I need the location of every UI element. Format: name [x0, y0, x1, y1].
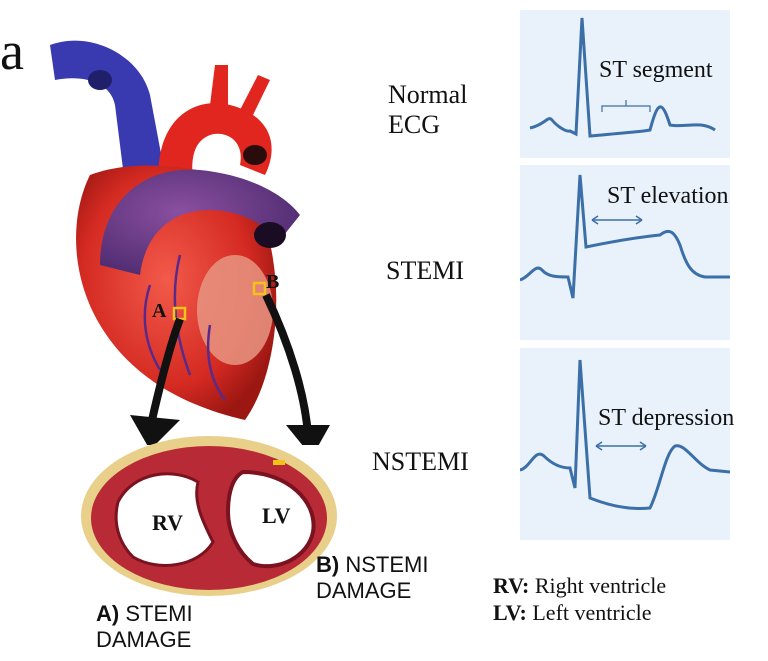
legend-rv-text: Right ventricle: [535, 573, 666, 598]
panel-letter: a: [0, 20, 24, 82]
caption-a-line1: STEMI: [125, 601, 192, 626]
stemi-label: STEMI: [386, 256, 464, 286]
caption-b: B) NSTEMI DAMAGE: [316, 552, 428, 604]
caption-a: A) STEMI DAMAGE: [96, 601, 193, 653]
nstemi-ecg-panel: [520, 348, 730, 540]
point-b-label: B: [266, 271, 279, 294]
cross-section-illustration: [78, 432, 340, 600]
arrow-b-shaft: [266, 295, 308, 435]
heart-illustration: [30, 25, 350, 445]
legend-lv-text: Left ventricle: [532, 600, 651, 625]
rv-label: RV: [152, 510, 183, 536]
legend: RV: Right ventricle LV: Left ventricle: [493, 572, 666, 626]
caption-b-line2: DAMAGE: [316, 578, 411, 603]
caption-b-prefix: B): [316, 552, 339, 577]
nstemi-ecg-background: [520, 348, 730, 540]
aorta-opening: [243, 145, 267, 165]
legend-rv-row: RV: Right ventricle: [493, 572, 666, 599]
lv-label: LV: [262, 503, 291, 529]
normal-ecg-label-line2: ECG: [388, 110, 467, 140]
point-b-section-marker: [273, 460, 285, 465]
legend-rv-key: RV:: [493, 573, 529, 598]
vessel-opening: [88, 70, 112, 90]
caption-a-prefix: A): [96, 601, 119, 626]
caption-a-line2: DAMAGE: [96, 627, 191, 652]
normal-ecg-label-line1: Normal: [388, 80, 467, 110]
point-a-label: A: [152, 300, 166, 323]
normal-ecg-background: [520, 10, 730, 158]
nstemi-label: NSTEMI: [372, 447, 469, 477]
st-depression-annotation: ST depression: [598, 405, 768, 432]
st-segment-annotation: ST segment: [599, 57, 713, 84]
vena-cava-shape: [50, 41, 165, 185]
caption-b-line1: NSTEMI: [345, 552, 428, 577]
normal-ecg-panel: [520, 10, 730, 158]
legend-lv-row: LV: Left ventricle: [493, 599, 666, 626]
normal-ecg-label: Normal ECG: [388, 80, 467, 140]
pulmonary-opening: [254, 222, 286, 248]
legend-lv-key: LV:: [493, 600, 527, 625]
st-elevation-annotation: ST elevation: [607, 183, 729, 210]
